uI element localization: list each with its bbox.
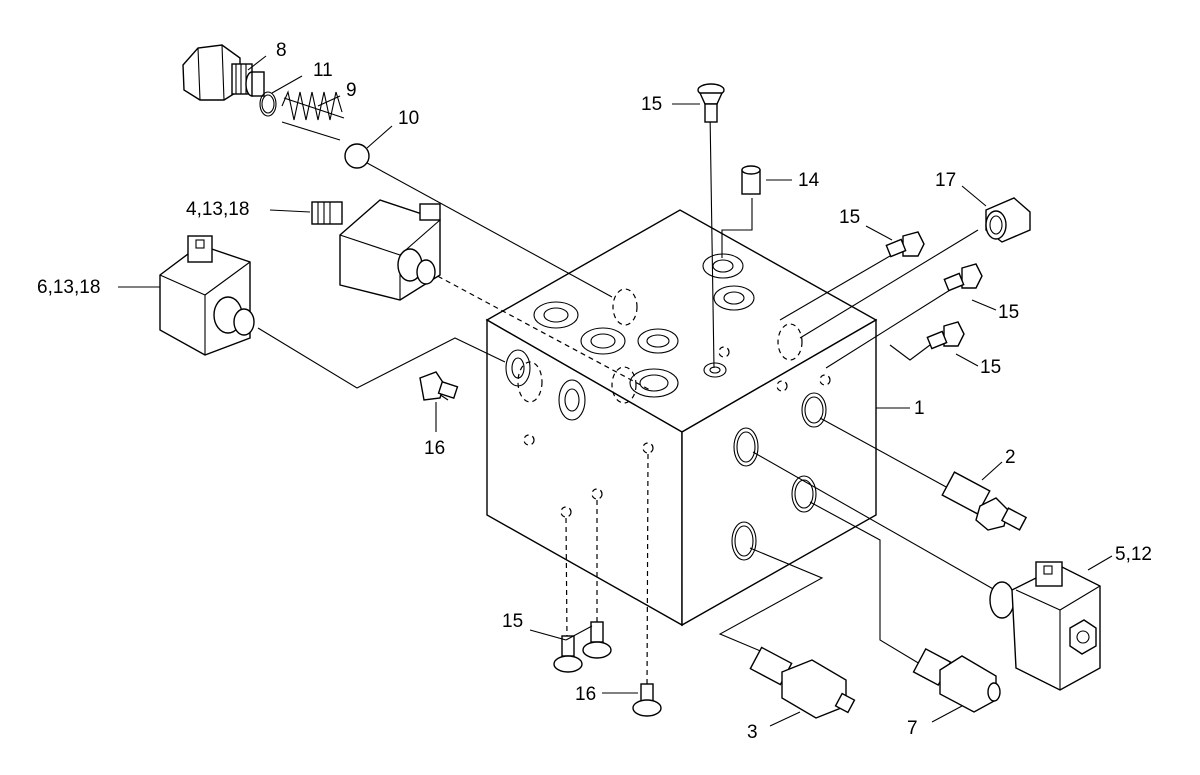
assembly-lines — [257, 111, 996, 691]
callout-11: 11 — [313, 60, 333, 81]
right-face-ports — [731, 374, 831, 561]
sleeve-part-14 — [741, 165, 761, 195]
callout-16-left: 16 — [424, 438, 445, 459]
callout-1: 1 — [914, 398, 925, 419]
callout-15-right-c: 15 — [980, 357, 1001, 378]
callout-17: 17 — [935, 170, 956, 191]
callout-3: 3 — [747, 722, 758, 743]
callout-8: 8 — [276, 40, 287, 61]
spring-part-9 — [281, 90, 345, 141]
top-ports — [533, 253, 803, 404]
callout-4-13-18: 4,13,18 — [186, 199, 249, 220]
screw-part-15-right-b — [943, 263, 983, 292]
screw-part-15-top — [697, 83, 725, 123]
solenoid-valve-part-4 — [311, 199, 441, 301]
callout-10: 10 — [398, 108, 419, 129]
screw-part-16-bottom — [632, 683, 662, 717]
callout-9: 9 — [346, 80, 357, 101]
pressure-switch-part-3 — [749, 646, 856, 719]
screw-part-16-left — [419, 371, 459, 401]
callout-2: 2 — [1005, 447, 1016, 468]
callout-5-12: 5,12 — [1115, 544, 1152, 565]
callout-15-bottom: 15 — [502, 611, 523, 632]
valve-block — [485, 209, 878, 627]
callout-7: 7 — [907, 718, 918, 739]
plug-part-8 — [182, 44, 265, 101]
sensor-part-7 — [912, 648, 1001, 713]
sensor-part-2 — [941, 471, 1028, 531]
screw-part-15-right-a — [885, 231, 925, 258]
callout-14: 14 — [798, 170, 820, 191]
callout-leaders — [118, 55, 1113, 727]
screw-part-15-bottom-b — [582, 621, 612, 659]
callout-labels: 8 11 9 10 15 14 17 4,13,18 15 6,13,18 15… — [37, 40, 1152, 743]
solenoid-coil-part-6 — [159, 235, 255, 356]
o-ring-part-11 — [259, 91, 277, 117]
callout-16-bottom: 16 — [575, 684, 596, 705]
ball-part-10 — [344, 143, 370, 169]
screw-part-15-bottom-a — [553, 635, 583, 673]
callout-15-top: 15 — [641, 94, 662, 115]
left-face-ports — [505, 349, 654, 518]
screw-part-15-right-c — [926, 321, 965, 350]
callout-15-right-b: 15 — [998, 302, 1019, 323]
callout-15-right-a: 15 — [839, 207, 860, 228]
callout-6-13-18: 6,13,18 — [37, 277, 100, 298]
cap-part-17 — [985, 197, 1031, 243]
solenoid-coil-part-5 — [989, 561, 1101, 691]
